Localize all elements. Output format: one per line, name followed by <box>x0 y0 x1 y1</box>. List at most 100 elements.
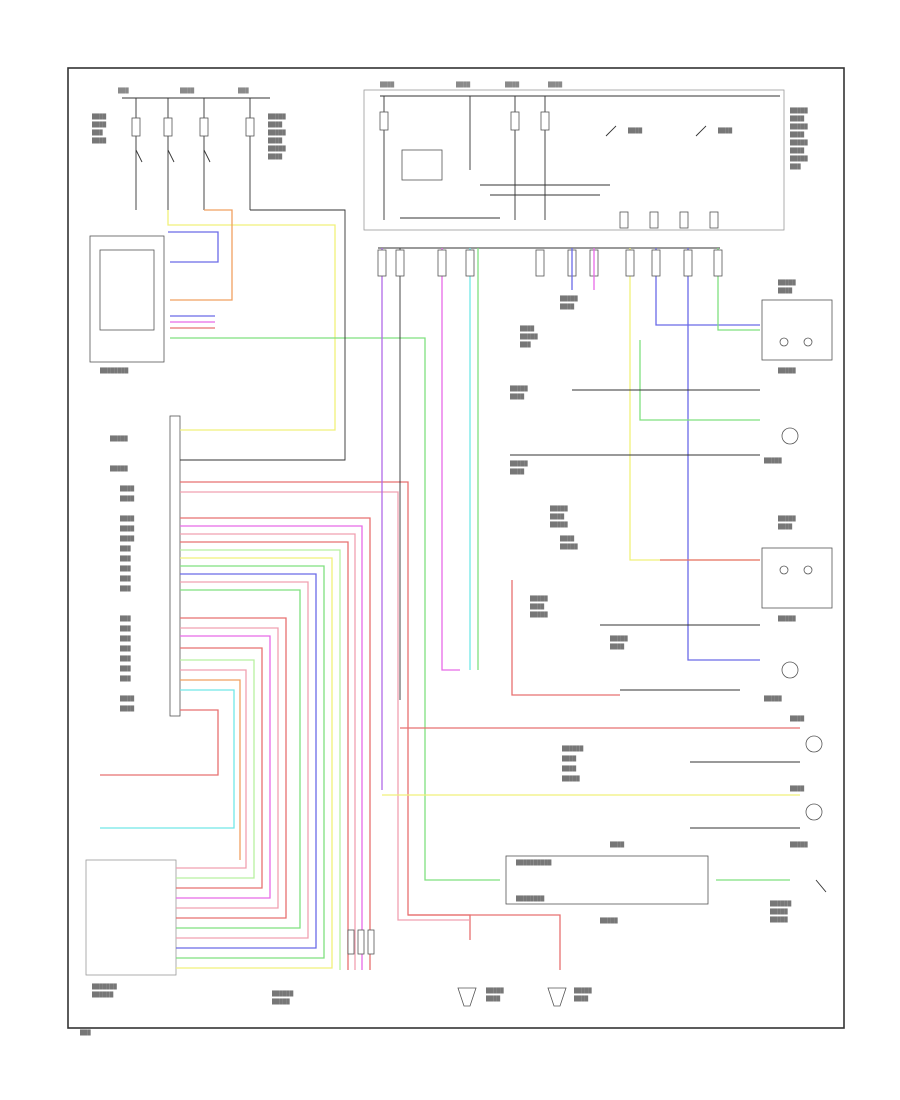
svg-text:███: ███ <box>120 665 131 672</box>
svg-text:███████: ███████ <box>92 983 117 990</box>
svg-text:████: ████ <box>628 127 643 134</box>
top-fuse-group-right: ████ ████ ████ ████ █████ ████ █████ ███… <box>363 81 808 231</box>
svg-text:██████: ██████ <box>272 990 294 997</box>
svg-text:██████: ██████ <box>92 991 114 998</box>
svg-text:███: ███ <box>120 625 131 632</box>
svg-text:█████: █████ <box>778 515 796 522</box>
svg-text:███: ███ <box>120 675 131 682</box>
svg-text:████: ████ <box>120 535 135 542</box>
svg-text:█████: █████ <box>790 123 808 130</box>
svg-text:████: ████ <box>486 995 501 1002</box>
svg-text:█████: █████ <box>770 916 788 923</box>
svg-text:████: ████ <box>530 603 545 610</box>
svg-text:████: ████ <box>790 147 805 154</box>
svg-text:████: ████ <box>456 81 471 88</box>
svg-text:█████: █████ <box>562 775 580 782</box>
svg-text:████: ████ <box>610 643 625 650</box>
svg-text:█████: █████ <box>272 998 290 1005</box>
svg-text:████: ████ <box>790 115 805 122</box>
svg-text:███: ███ <box>238 87 249 94</box>
svg-text:█████: █████ <box>110 435 128 442</box>
svg-text:█████: █████ <box>764 457 782 464</box>
svg-text:████: ████ <box>560 303 575 310</box>
svg-text:█████: █████ <box>600 917 618 924</box>
svg-text:█████: █████ <box>510 460 528 467</box>
svg-text:███: ███ <box>118 87 129 94</box>
svg-text:██████████: ██████████ <box>516 859 552 866</box>
svg-text:████████: ████████ <box>100 367 129 374</box>
svg-text:████: ████ <box>778 523 793 530</box>
svg-text:████: ████ <box>268 137 283 144</box>
top-fuse-group-left: ███ ████ ███ ████ ████ ███ ████ █████ ██… <box>92 87 286 210</box>
svg-text:███: ███ <box>790 163 801 170</box>
colored-wires <box>100 209 800 970</box>
svg-text:█████: █████ <box>790 107 808 114</box>
switch-icon <box>135 149 211 163</box>
svg-text:████: ████ <box>92 113 107 120</box>
svg-text:█████: █████ <box>530 595 548 602</box>
svg-text:███: ███ <box>120 545 131 552</box>
diagram-frame <box>67 67 845 1029</box>
svg-text:████: ████ <box>380 81 395 88</box>
svg-text:████: ████ <box>120 705 135 712</box>
svg-text:████: ████ <box>550 513 565 520</box>
svg-text:████: ████ <box>790 785 805 792</box>
svg-text:█████: █████ <box>510 385 528 392</box>
svg-text:█████: █████ <box>764 695 782 702</box>
svg-text:███: ███ <box>520 341 531 348</box>
svg-text:████: ████ <box>510 468 525 475</box>
svg-text:██████: ██████ <box>562 745 584 752</box>
svg-text:█████: █████ <box>560 295 578 302</box>
fuse-icon <box>379 111 550 131</box>
bottom-ground-connectors: ██████ █████ <box>272 929 375 1005</box>
svg-text:█████: █████ <box>778 615 796 622</box>
svg-text:███: ███ <box>120 575 131 582</box>
svg-text:█████: █████ <box>790 841 808 848</box>
relay-icon <box>401 125 707 181</box>
svg-text:████: ████ <box>718 127 733 134</box>
svg-text:███: ███ <box>92 129 103 136</box>
svg-text:████: ████ <box>562 755 577 762</box>
right-side-lamp-2: █████ <box>764 661 799 702</box>
middle-connector-block: ██████████ ████████ ████ █████ <box>505 841 709 924</box>
svg-text:████: ████ <box>268 153 283 160</box>
svg-text:████: ████ <box>790 715 805 722</box>
svg-text:█████: █████ <box>530 611 548 618</box>
control-module: █████ █████ ████ ████ ████ ████ ████ ███… <box>110 415 181 717</box>
svg-text:█████: █████ <box>610 635 628 642</box>
svg-text:█████: █████ <box>268 145 286 152</box>
svg-text:████: ████ <box>180 87 195 94</box>
bottom-switch: ██████ █████ █████ <box>770 879 827 923</box>
svg-text:███: ███ <box>120 635 131 642</box>
svg-text:███: ███ <box>120 615 131 622</box>
right-side-lamp-3: ████ <box>790 715 823 753</box>
svg-text:████: ████ <box>120 695 135 702</box>
svg-text:███: ███ <box>120 655 131 662</box>
front-left-headlamp: █████ ████ █████ <box>761 515 833 622</box>
svg-text:█████: █████ <box>790 155 808 162</box>
relay-box: ████████ <box>89 235 165 374</box>
svg-text:███: ███ <box>80 1029 91 1036</box>
svg-text:████: ████ <box>610 841 625 848</box>
right-side-lamp-1: █████ <box>764 427 799 464</box>
svg-text:██████: ██████ <box>770 900 792 907</box>
svg-text:████████: ████████ <box>516 895 545 902</box>
svg-text:████: ████ <box>120 485 135 492</box>
svg-text:█████: █████ <box>790 139 808 146</box>
left-actuator: █████ ████ <box>457 987 504 1007</box>
svg-text:████: ████ <box>505 81 520 88</box>
svg-text:████: ████ <box>560 535 575 542</box>
connector-icon <box>377 248 723 290</box>
svg-text:█████: █████ <box>770 908 788 915</box>
svg-text:█████: █████ <box>550 505 568 512</box>
svg-text:████: ████ <box>574 995 589 1002</box>
svg-text:█████: █████ <box>574 987 592 994</box>
svg-text:█████: █████ <box>268 129 286 136</box>
svg-text:████: ████ <box>120 525 135 532</box>
svg-text:████: ████ <box>120 515 135 522</box>
svg-text:████: ████ <box>92 137 107 144</box>
right-actuator: █████ ████ <box>547 987 592 1007</box>
svg-text:████: ████ <box>92 121 107 128</box>
bottom-left-module: ███████ ██████ <box>85 859 177 998</box>
svg-text:███: ███ <box>120 555 131 562</box>
